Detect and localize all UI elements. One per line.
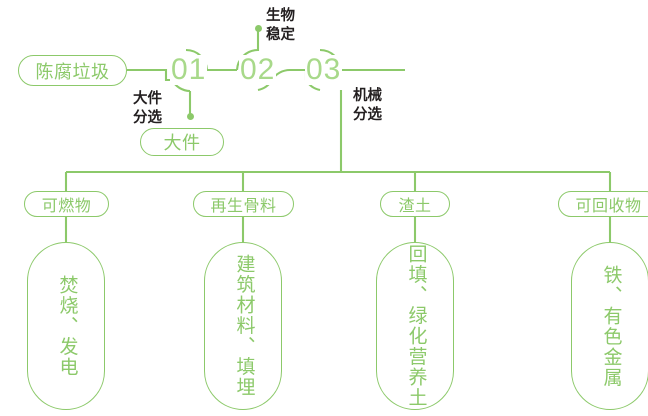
stage-caption-01-line1: 大件	[133, 91, 162, 107]
destination-box-2-text: 建筑材料、填埋	[233, 254, 255, 398]
output-pill-3-label: 渣土	[398, 198, 432, 215]
stage-caption-02: 生物 稳定	[266, 7, 295, 44]
stage-number-03: 03	[305, 53, 343, 86]
destination-box-1[interactable]: 焚烧、发电	[27, 242, 105, 410]
source-label: 陈腐垃圾	[35, 61, 110, 82]
stage-caption-02-line2: 稳定	[266, 26, 295, 43]
output-pill-1-label: 可燃物	[41, 198, 92, 215]
wire-source-to-stage1	[127, 68, 172, 82]
destination-box-2[interactable]: 建筑材料、填埋	[204, 242, 282, 410]
source-pill[interactable]: 陈腐垃圾	[18, 55, 127, 86]
output-pill-4-label: 可回收物	[575, 198, 642, 215]
stage-caption-02-line1: 生物	[266, 8, 295, 24]
stage-number-02: 02	[239, 53, 277, 86]
destination-box-3-text: 回填、绿化营养土	[405, 244, 427, 408]
stage-caption-01-line2: 分选	[133, 109, 162, 126]
stage-number-01: 01	[170, 53, 208, 86]
byproduct-pill-bulky[interactable]: 大件	[140, 128, 224, 156]
stage-caption-03-line2: 分选	[353, 106, 382, 123]
output-pill-2[interactable]: 再生骨料	[193, 191, 294, 217]
destination-box-4[interactable]: 铁、有色金属	[571, 242, 648, 410]
stage-caption-03: 机械 分选	[353, 87, 382, 124]
destination-box-4-text: 铁、有色金属	[600, 264, 622, 388]
arc-stage2-right	[271, 68, 306, 81]
output-pill-2-label: 再生骨料	[210, 198, 277, 215]
branch-dot-bulky	[187, 113, 194, 120]
output-pill-4[interactable]: 可回收物	[558, 191, 648, 217]
destination-box-1-text: 焚烧、发电	[56, 274, 78, 378]
branch-dot-bio	[255, 25, 262, 32]
destination-box-3[interactable]: 回填、绿化营养土	[376, 242, 454, 410]
output-pill-1[interactable]: 可燃物	[24, 191, 109, 217]
stage-caption-03-line1: 机械	[353, 88, 382, 104]
output-pill-3[interactable]: 渣土	[380, 191, 450, 217]
byproduct-label: 大件	[163, 133, 201, 153]
stage-caption-01: 大件 分选	[133, 90, 162, 127]
